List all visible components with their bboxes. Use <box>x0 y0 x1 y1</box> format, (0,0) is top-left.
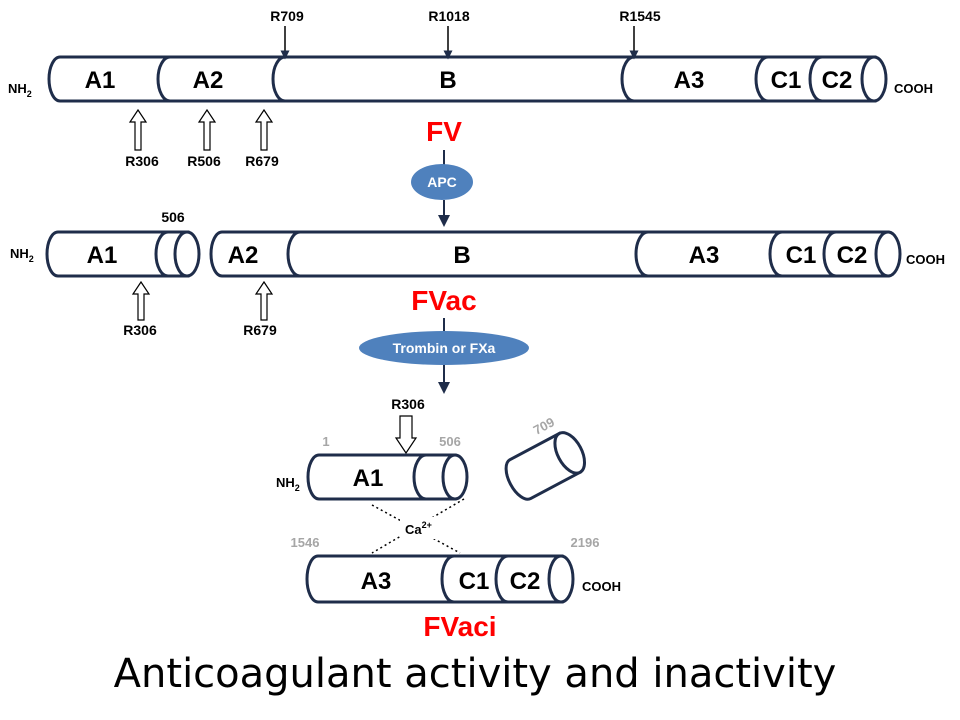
fvac-n-terminus: NH2 <box>10 246 34 264</box>
fvac-divider-a2-b <box>286 230 301 278</box>
fvac-domain-c2: C2 <box>837 242 868 269</box>
ca-ion-backdrop <box>400 517 438 539</box>
fvaci-state-label: FVaci <box>423 611 496 642</box>
fv-divider-b-a3 <box>620 55 635 103</box>
released-fragment-number: 709 <box>531 414 557 437</box>
fv-divider-a3-c1 <box>754 55 769 103</box>
fvac-fragment1-divider <box>154 230 169 278</box>
fvac-c-terminus: COOH <box>906 252 945 267</box>
fvac-domain-c1: C1 <box>786 242 817 269</box>
fvac-molecule: A1 506 NH2 A2 B A3 C1 C2 COOH R306 R679 … <box>10 209 945 338</box>
enzyme-apc-ellipse <box>411 164 473 200</box>
released-fragment-cap <box>553 431 587 475</box>
fvac-domain-b: B <box>453 242 470 269</box>
fvaci-complex: R306 1 506 A1 NH2 709 Ca2+ 1546 2196 A3 … <box>276 396 621 642</box>
fv-site-r1018: R1018 <box>428 8 469 24</box>
fvac-fragment2-body <box>209 230 890 278</box>
fvac-domain-a2: A2 <box>228 242 259 269</box>
fvaci-heavy-end: 506 <box>439 434 461 449</box>
fvaci-released-fragment <box>504 431 587 501</box>
fv-molecule: A1 A2 B A3 C1 C2 NH2 COOH R709 R1018 R15… <box>8 8 933 169</box>
fvaci-n-terminus: NH2 <box>276 475 300 493</box>
fvaci-heavy-divider <box>412 453 427 501</box>
fv-domain-b: B <box>439 67 456 94</box>
fvaci-heavy-cap <box>441 453 469 501</box>
ca-ion-label: Ca2+ <box>405 520 432 537</box>
fvac-hollow-arrow-r306 <box>131 280 151 321</box>
fv-hollow-arrow-r306 <box>128 108 148 151</box>
fv-divider-c1-c2 <box>808 55 823 103</box>
fvaci-domain-a3: A3 <box>361 568 392 595</box>
fv-domain-c2: C2 <box>822 67 853 94</box>
fvaci-light-divider-c1-c2 <box>494 554 509 604</box>
fvac-fragment1-cap <box>173 230 201 278</box>
fvaci-domain-a1: A1 <box>353 465 384 492</box>
fvaci-heavy-chain-body <box>306 453 457 501</box>
fvaci-light-cap <box>547 554 575 604</box>
fvaci-site-r306: R306 <box>391 396 425 412</box>
fvac-domain-a3: A3 <box>689 242 720 269</box>
fv-hollow-arrow-r679 <box>254 108 274 151</box>
fvac-divider-c1-c2 <box>822 230 837 278</box>
fv-domain-a2: A2 <box>193 67 224 94</box>
fv-divider-a2-b <box>271 55 286 103</box>
fv-domain-a1: A1 <box>85 67 116 94</box>
fv-cylinder-cap <box>860 55 888 103</box>
fv-c-terminus: COOH <box>894 81 933 96</box>
fvac-site-r306: R306 <box>123 322 157 338</box>
fvaci-light-start: 1546 <box>291 535 320 550</box>
fvac-state-label: FVac <box>411 285 476 316</box>
fv-site-r306: R306 <box>125 153 159 169</box>
fv-domain-a3: A3 <box>674 67 705 94</box>
fv-site-r709: R709 <box>270 8 304 24</box>
fvac-cleavage-506: 506 <box>161 209 185 225</box>
footer-caption: Anticoagulant activity and inactivity <box>114 651 837 697</box>
enzyme-thrombin-ellipse <box>359 331 529 365</box>
fv-site-r1545: R1545 <box>619 8 660 24</box>
fvac-fragment2-cap <box>874 230 902 278</box>
fvaci-hollow-arrow-r306 <box>394 415 418 455</box>
fvac-site-r679: R679 <box>243 322 277 338</box>
fvaci-domain-c2: C2 <box>510 568 541 595</box>
fvac-divider-a3-c1 <box>768 230 783 278</box>
fv-divider-a1-a2 <box>156 55 171 103</box>
fv-site-r679: R679 <box>245 153 279 169</box>
fvac-domain-a1: A1 <box>87 242 118 269</box>
fv-n-terminus: NH2 <box>8 81 32 99</box>
fvaci-c-terminus: COOH <box>582 579 621 594</box>
fvaci-heavy-start: 1 <box>322 434 329 449</box>
fv-site-r506: R506 <box>187 153 221 169</box>
fvac-divider-b-a3 <box>634 230 649 278</box>
fv-hollow-arrow-r506 <box>197 108 217 151</box>
fvac-hollow-arrow-r679 <box>254 280 274 321</box>
fvac-fragment1-body <box>45 230 190 278</box>
fv-domain-c1: C1 <box>771 67 802 94</box>
fvaci-light-divider-a3-c1 <box>440 554 455 604</box>
fv-cylinder-body <box>47 55 877 103</box>
fvaci-domain-c1: C1 <box>459 568 490 595</box>
fvaci-light-end: 2196 <box>571 535 600 550</box>
enzyme-thrombin-label: Trombin or FXa <box>393 340 496 356</box>
fv-state-label: FV <box>426 116 462 147</box>
enzyme-apc-label: APC <box>427 174 457 190</box>
